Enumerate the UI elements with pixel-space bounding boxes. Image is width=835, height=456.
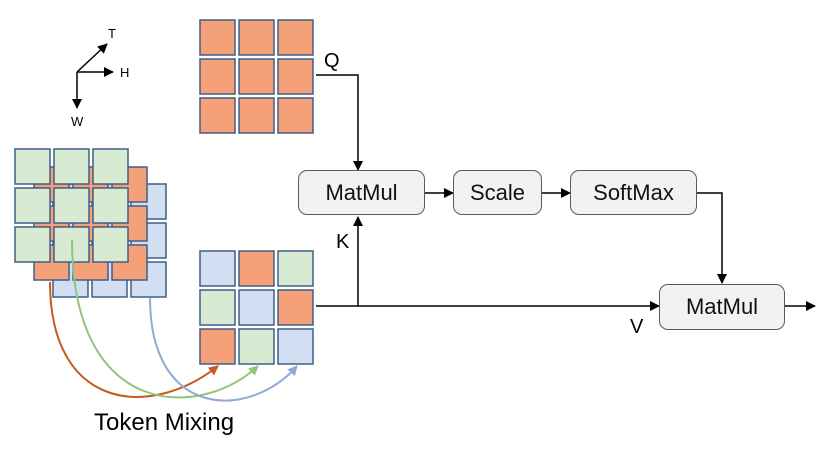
axis-t-label: T [108, 26, 116, 41]
q-cell-0-0 [199, 19, 236, 56]
mixing-curve-blue [149, 297, 298, 402]
query-grid [199, 19, 314, 134]
stack-green-cell-2-2 [92, 226, 129, 263]
softmax-box: SoftMax [570, 170, 697, 215]
q-cell-0-1 [238, 19, 275, 56]
axis-w-label: W [71, 114, 84, 129]
axis-indicator: T H W [71, 26, 129, 129]
q-cell-1-2 [277, 58, 314, 95]
stack-green-cell-1-2 [92, 187, 129, 224]
stack-green-cell-2-0 [14, 226, 51, 263]
kv-cell-2-0 [199, 328, 236, 365]
stack-green-cell-1-1 [53, 187, 90, 224]
mixing-curve-orange [49, 281, 219, 398]
kv-cell-0-0 [199, 250, 236, 287]
kv-cell-2-1 [238, 328, 275, 365]
stack-green-cell-0-0 [14, 148, 51, 185]
softmax-to-matmul-arrow [697, 192, 727, 284]
stack-layer-orange [33, 166, 148, 281]
kv-cell-2-2 [277, 328, 314, 365]
matmul-box-2: MatMul [659, 284, 785, 330]
stack-green-cell-0-2 [92, 148, 129, 185]
kv-cell-1-0 [199, 289, 236, 326]
k-label: K [336, 231, 350, 253]
token-mixing-curves [49, 239, 298, 402]
q-to-matmul-arrow [316, 74, 363, 171]
stack-green-cell-1-0 [14, 187, 51, 224]
v-label: V [630, 316, 644, 338]
q-cell-1-0 [199, 58, 236, 95]
kv-cell-0-1 [238, 250, 275, 287]
mixing-curve-green [71, 239, 259, 399]
stack-green-cell-0-1 [53, 148, 90, 185]
kv-cell-1-1 [238, 289, 275, 326]
scale-box: Scale [453, 170, 542, 215]
axis-t-arrow [76, 43, 108, 73]
q-label: Q [324, 50, 340, 72]
q-cell-2-0 [199, 97, 236, 134]
q-cell-1-1 [238, 58, 275, 95]
key-value-grid [199, 250, 314, 365]
q-cell-2-2 [277, 97, 314, 134]
kv-cell-0-2 [277, 250, 314, 287]
flow-arrows [316, 74, 816, 311]
q-cell-0-2 [277, 19, 314, 56]
q-cell-2-1 [238, 97, 275, 134]
kv-cell-1-2 [277, 289, 314, 326]
matmul-box-1: MatMul [298, 170, 425, 215]
token-mixing-label: Token Mixing [94, 409, 234, 436]
axis-h-label: H [120, 65, 129, 80]
input-token-stack [14, 148, 167, 298]
